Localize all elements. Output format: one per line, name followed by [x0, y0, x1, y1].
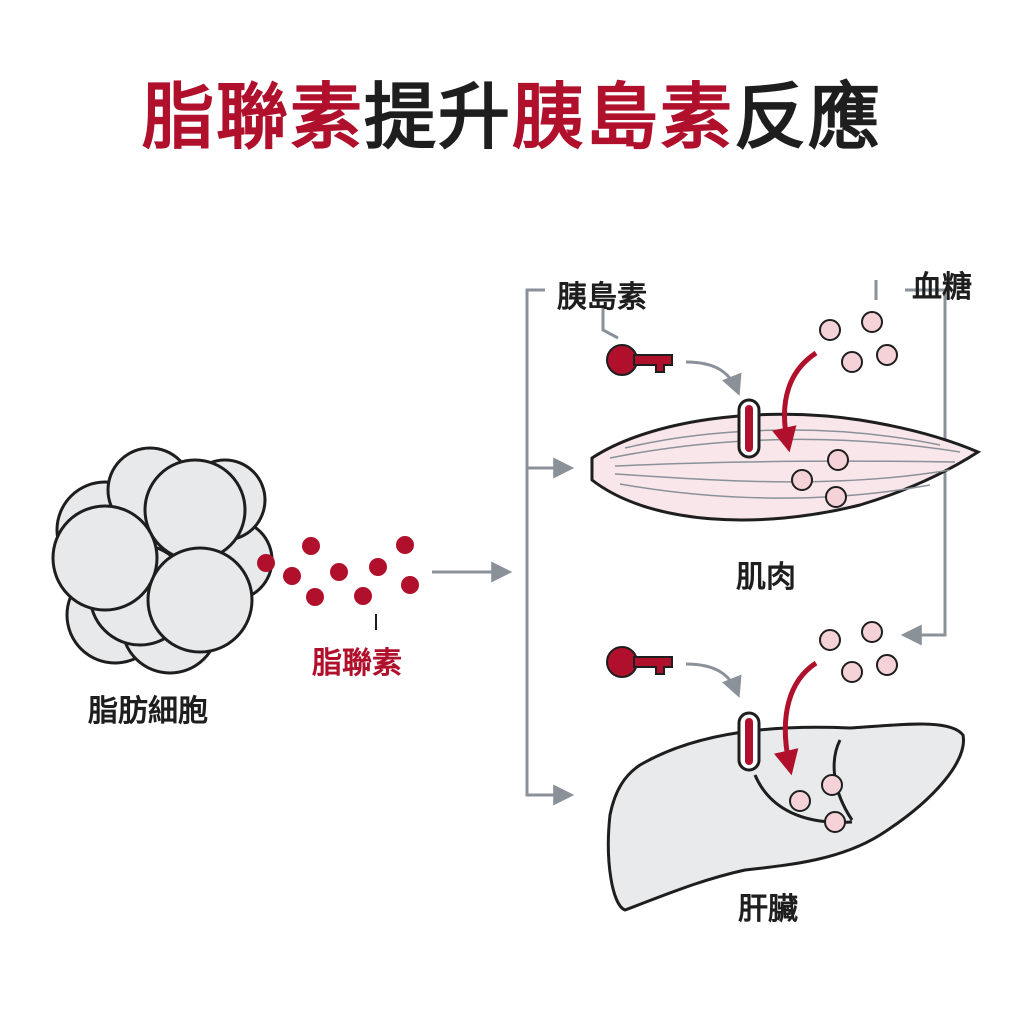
blood-sugar-molecules [819, 311, 898, 373]
adiponectin-molecule-icon [369, 558, 387, 576]
glucose-molecule-icon [841, 661, 863, 683]
glucose-molecule-icon [876, 654, 898, 676]
glucose-molecule-icon [827, 449, 849, 471]
adiponectin-molecule-icon [257, 554, 275, 572]
glucose-molecule-icon [819, 629, 841, 651]
insulin-key-icon [606, 344, 673, 376]
adiponectin-molecule-icon [302, 537, 320, 555]
title-improve: 提升 [363, 75, 512, 159]
page-title: 脂聯素提升胰島素反應 [0, 75, 1024, 159]
insulin-label: 胰島素 [557, 280, 647, 315]
fat-cell-cluster-icon [51, 446, 274, 675]
adiponectin-molecule-icon [330, 563, 348, 581]
glucose-molecule-icon [861, 311, 883, 333]
glucose-molecule-icon [819, 319, 841, 341]
glucose-molecule-icon [861, 621, 883, 643]
insulin-key-icon [606, 646, 673, 678]
muscle-icon [590, 412, 982, 522]
fat-cell-label: 脂肪細胞 [88, 694, 208, 729]
glucose-molecule-icon [825, 486, 847, 508]
adiponectin-molecule-icon [401, 576, 419, 594]
blood-sugar-label: 血糖 [912, 270, 972, 305]
flow-arrows [432, 280, 947, 806]
liver-label: 肝臟 [738, 892, 798, 927]
glucose-molecule-icon [841, 351, 863, 373]
adiponectin-molecule-icon [396, 536, 414, 554]
glucose-molecule-icon [876, 344, 898, 366]
title-response: 反應 [734, 75, 883, 159]
glucose-molecule-icon [789, 790, 811, 812]
muscle-label: 肌肉 [736, 560, 796, 595]
title-insulin: 胰島素 [512, 75, 735, 159]
adiponectin-molecule-icon [283, 567, 301, 585]
glucose-molecule-icon [824, 811, 846, 833]
title-adiponectin: 脂聯素 [141, 75, 364, 159]
glucose-molecule-icon [821, 774, 843, 796]
glucose-molecule-icon [791, 469, 813, 491]
adiponectin-label: 脂聯素 [312, 646, 402, 681]
adiponectin-molecule-icon [354, 587, 372, 605]
adiponectin-molecules [257, 536, 419, 606]
adiponectin-molecule-icon [306, 588, 324, 606]
